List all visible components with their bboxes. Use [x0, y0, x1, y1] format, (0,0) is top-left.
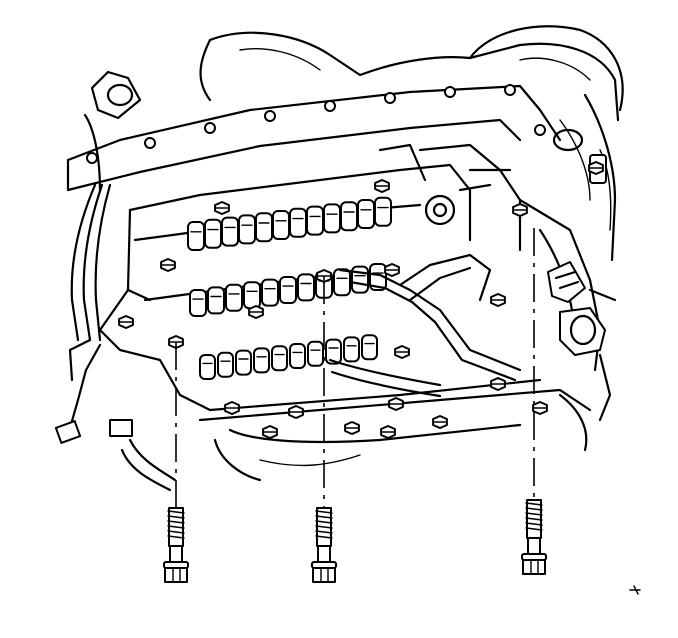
spool-land	[272, 210, 290, 240]
spool-land	[343, 336, 360, 363]
spool-land	[235, 349, 252, 376]
lower-housing	[213, 393, 588, 482]
hex-bolt-head	[344, 421, 360, 435]
spool-land	[243, 281, 261, 310]
spool-land	[255, 212, 273, 243]
hex-bolt-head	[160, 258, 176, 272]
hex-bolt-head	[532, 401, 548, 415]
spool-land	[351, 265, 369, 294]
spool-land	[217, 351, 234, 378]
spool-land	[333, 268, 351, 297]
hex-bolt-head	[588, 161, 604, 175]
hex-bolt-head	[432, 415, 448, 429]
spool-land	[340, 201, 358, 232]
flange-bolt-hole	[504, 84, 516, 96]
hex-bolt-head	[118, 315, 134, 329]
wiring-harness	[54, 70, 177, 492]
spool-land	[325, 338, 342, 365]
spool-land	[306, 205, 324, 236]
spool-land	[207, 286, 225, 315]
spool-land	[357, 199, 375, 229]
hex-bolt-head	[394, 345, 410, 359]
oil-tubes	[328, 253, 522, 398]
hex-bolt-head	[380, 425, 396, 439]
spool-land	[307, 340, 324, 367]
spool-land	[361, 334, 378, 361]
callout-lines	[175, 228, 535, 508]
hex-bolt-head	[262, 425, 278, 439]
installed-bolt-group	[118, 161, 604, 439]
bolt-right	[521, 499, 547, 575]
spool-valve-row-lower	[199, 334, 378, 380]
hex-bolt-head	[490, 293, 506, 307]
hex-bolt-head	[512, 203, 528, 217]
spool-land	[225, 283, 243, 312]
spool-land	[279, 276, 297, 304]
spool-land	[323, 203, 341, 234]
spool-land	[238, 214, 256, 245]
spool-land	[199, 354, 216, 380]
spool-land	[289, 207, 307, 238]
hex-bolt-head	[248, 305, 264, 319]
spool-land	[221, 216, 239, 247]
spool-land	[261, 278, 279, 307]
bolt-left	[163, 507, 189, 583]
flange-bolt-hole	[534, 124, 546, 136]
spool-valve-row-upper	[187, 196, 392, 251]
corner-mark	[629, 585, 641, 595]
solenoid-connector	[547, 261, 617, 422]
flange-bolt-hole	[86, 152, 98, 164]
spool-valve-row-middle	[189, 263, 387, 317]
flange-bolt-hole	[384, 92, 396, 104]
hex-bolt-head	[288, 405, 304, 419]
flange-bolt-hole	[264, 110, 276, 122]
flange-bolt-hole	[204, 122, 216, 134]
spool-land	[187, 221, 205, 251]
flange-bolt-hole	[144, 137, 156, 149]
spool-land	[189, 289, 207, 317]
flange-bolt-group	[86, 84, 546, 164]
pan-rail	[66, 84, 562, 192]
bolt-center	[311, 507, 337, 583]
flange-bolt-hole	[444, 86, 456, 98]
hex-bolt-head	[388, 397, 404, 411]
valve-body-casting	[98, 143, 602, 444]
hex-bolt-head	[384, 263, 400, 277]
spool-land	[374, 196, 392, 227]
spool-land	[253, 347, 270, 374]
hex-bolt-head	[374, 179, 390, 193]
spool-land	[297, 273, 315, 302]
spool-land	[204, 218, 222, 249]
hex-bolt-head	[490, 377, 506, 391]
spool-land	[289, 343, 306, 369]
hex-bolt-head	[224, 401, 240, 415]
hex-bolt-head	[214, 201, 230, 215]
flange-bolt-hole	[324, 100, 336, 112]
spool-land	[271, 345, 288, 372]
